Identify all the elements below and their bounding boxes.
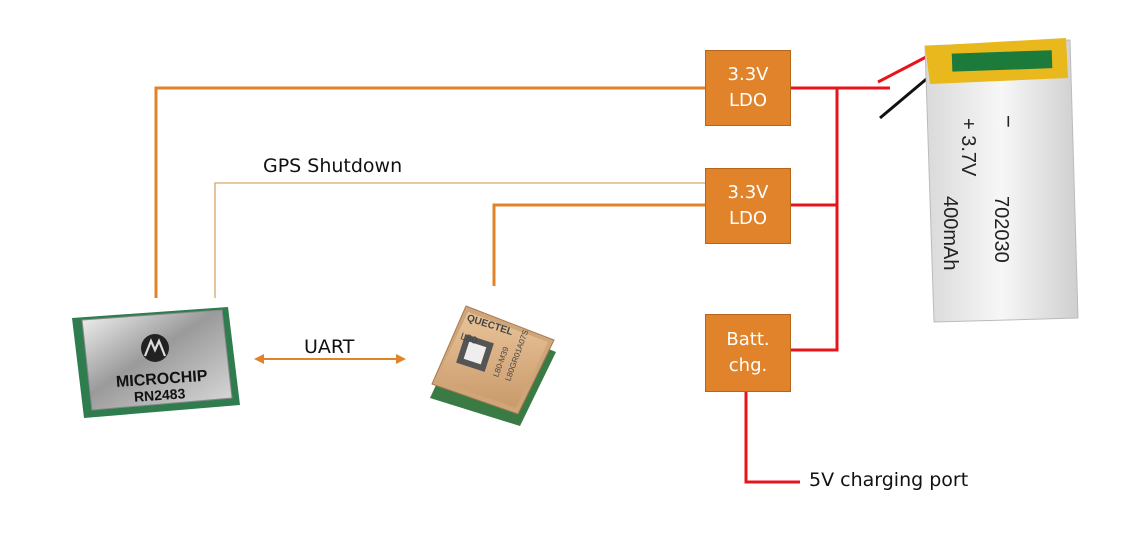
microchip-logo-icon xyxy=(141,334,169,362)
ldo-middle-box: 3.3V LDO xyxy=(705,168,791,244)
battery-bus-wire xyxy=(744,86,890,484)
ldo-top-box: 3.3V LDO xyxy=(705,50,791,126)
gps-shutdown-wire xyxy=(214,182,706,298)
battery-charger-box: Batt. chg. xyxy=(705,314,791,392)
charger-line1: Batt. xyxy=(726,329,770,350)
lora-model-text: RN2483 xyxy=(133,385,186,405)
battery-capacity-text: 400mAh xyxy=(939,196,961,271)
gps-model-text: L80 xyxy=(459,331,479,347)
charging-port-label: 5V charging port xyxy=(809,469,969,491)
battery-minus-text: − xyxy=(996,115,1021,128)
battery-part-text: 702030 xyxy=(990,196,1012,263)
ldo2-to-gps-wire xyxy=(492,203,706,286)
uart-label: UART xyxy=(304,336,355,358)
charger-line2: chg. xyxy=(728,355,768,376)
ldo-middle-line1: 3.3V xyxy=(727,182,769,203)
gps-shutdown-label: GPS Shutdown xyxy=(263,155,403,177)
battery-voltage-text: + 3.7V xyxy=(957,118,979,177)
ldo-top-line2: LDO xyxy=(728,90,768,111)
lora-brand-text: MICROCHIP xyxy=(115,368,208,391)
lipo-battery: − + 3.7V 400mAh 702030 xyxy=(877,38,1079,323)
uart-arrow xyxy=(254,354,406,364)
ldo1-to-lora-wire xyxy=(154,86,706,298)
l80-gps-module: QUECTEL L80 L80-M39 L80GR01A07S xyxy=(430,305,556,426)
ldo-middle-line2: LDO xyxy=(728,208,768,229)
rn2483-module: MICROCHIP RN2483 xyxy=(72,307,240,418)
ldo-top-line1: 3.3V xyxy=(727,64,769,85)
